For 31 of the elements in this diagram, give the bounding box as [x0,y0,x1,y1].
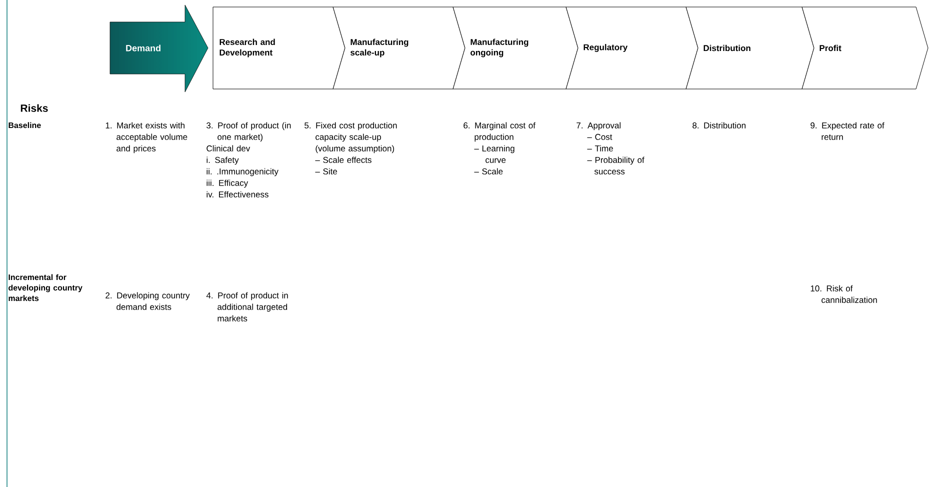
section-heading: Risks [20,104,48,112]
risk-subitem: – Site [315,168,338,174]
risk-subitem: ii. .Immunogenicity [206,168,278,176]
stage-box: Research and Development [212,6,346,90]
node-label: Profit [820,44,842,52]
row-heading: Incremental for developing country markets [8,274,82,302]
risk-item: 2. Developing country demand exists [106,292,190,310]
risk-item: 4. Proof of product in additional targeted markets [206,292,288,322]
risk-item: 6. Marginal cost of production [464,122,536,142]
risk-subitem: – Cost [587,134,612,140]
risk-subitem: – Scale [474,168,503,174]
stage-box: Regulatory [566,6,698,90]
risk-subitem: iv. Effectiveness [206,191,268,198]
risk-subitem: – Time [587,145,613,152]
risk-subitem: – Scale effects [315,156,372,163]
risk-item: 1. Market exists with acceptable volume and prices [106,122,188,154]
stage-box: Profit [802,6,928,90]
stage-box: Manufacturing scale-up [332,6,466,90]
risk-item: 5. Fixed cost production capacity scale-up (volume assumption) [304,122,397,154]
risk-subitem: i. Safety [206,156,239,165]
risk-subitem: Clinical dev [206,145,250,152]
stage-box: Distribution [686,6,814,90]
risk-item: 9. Expected rate of return [810,122,884,140]
risk-item: 7. Approval [576,122,621,130]
risk-item: 3. Proof of product (in one market) [206,122,291,142]
risk-subitem: – Learning curve [474,145,514,163]
risk-subitem: iii. Efficacy [206,180,248,188]
risk-item: 8. Distribution [692,122,746,128]
risk-subitem: – Probability of success [587,156,644,174]
row-heading: Baseline [8,122,41,128]
risk-item: 10. Risk of cannibalization [810,285,877,303]
